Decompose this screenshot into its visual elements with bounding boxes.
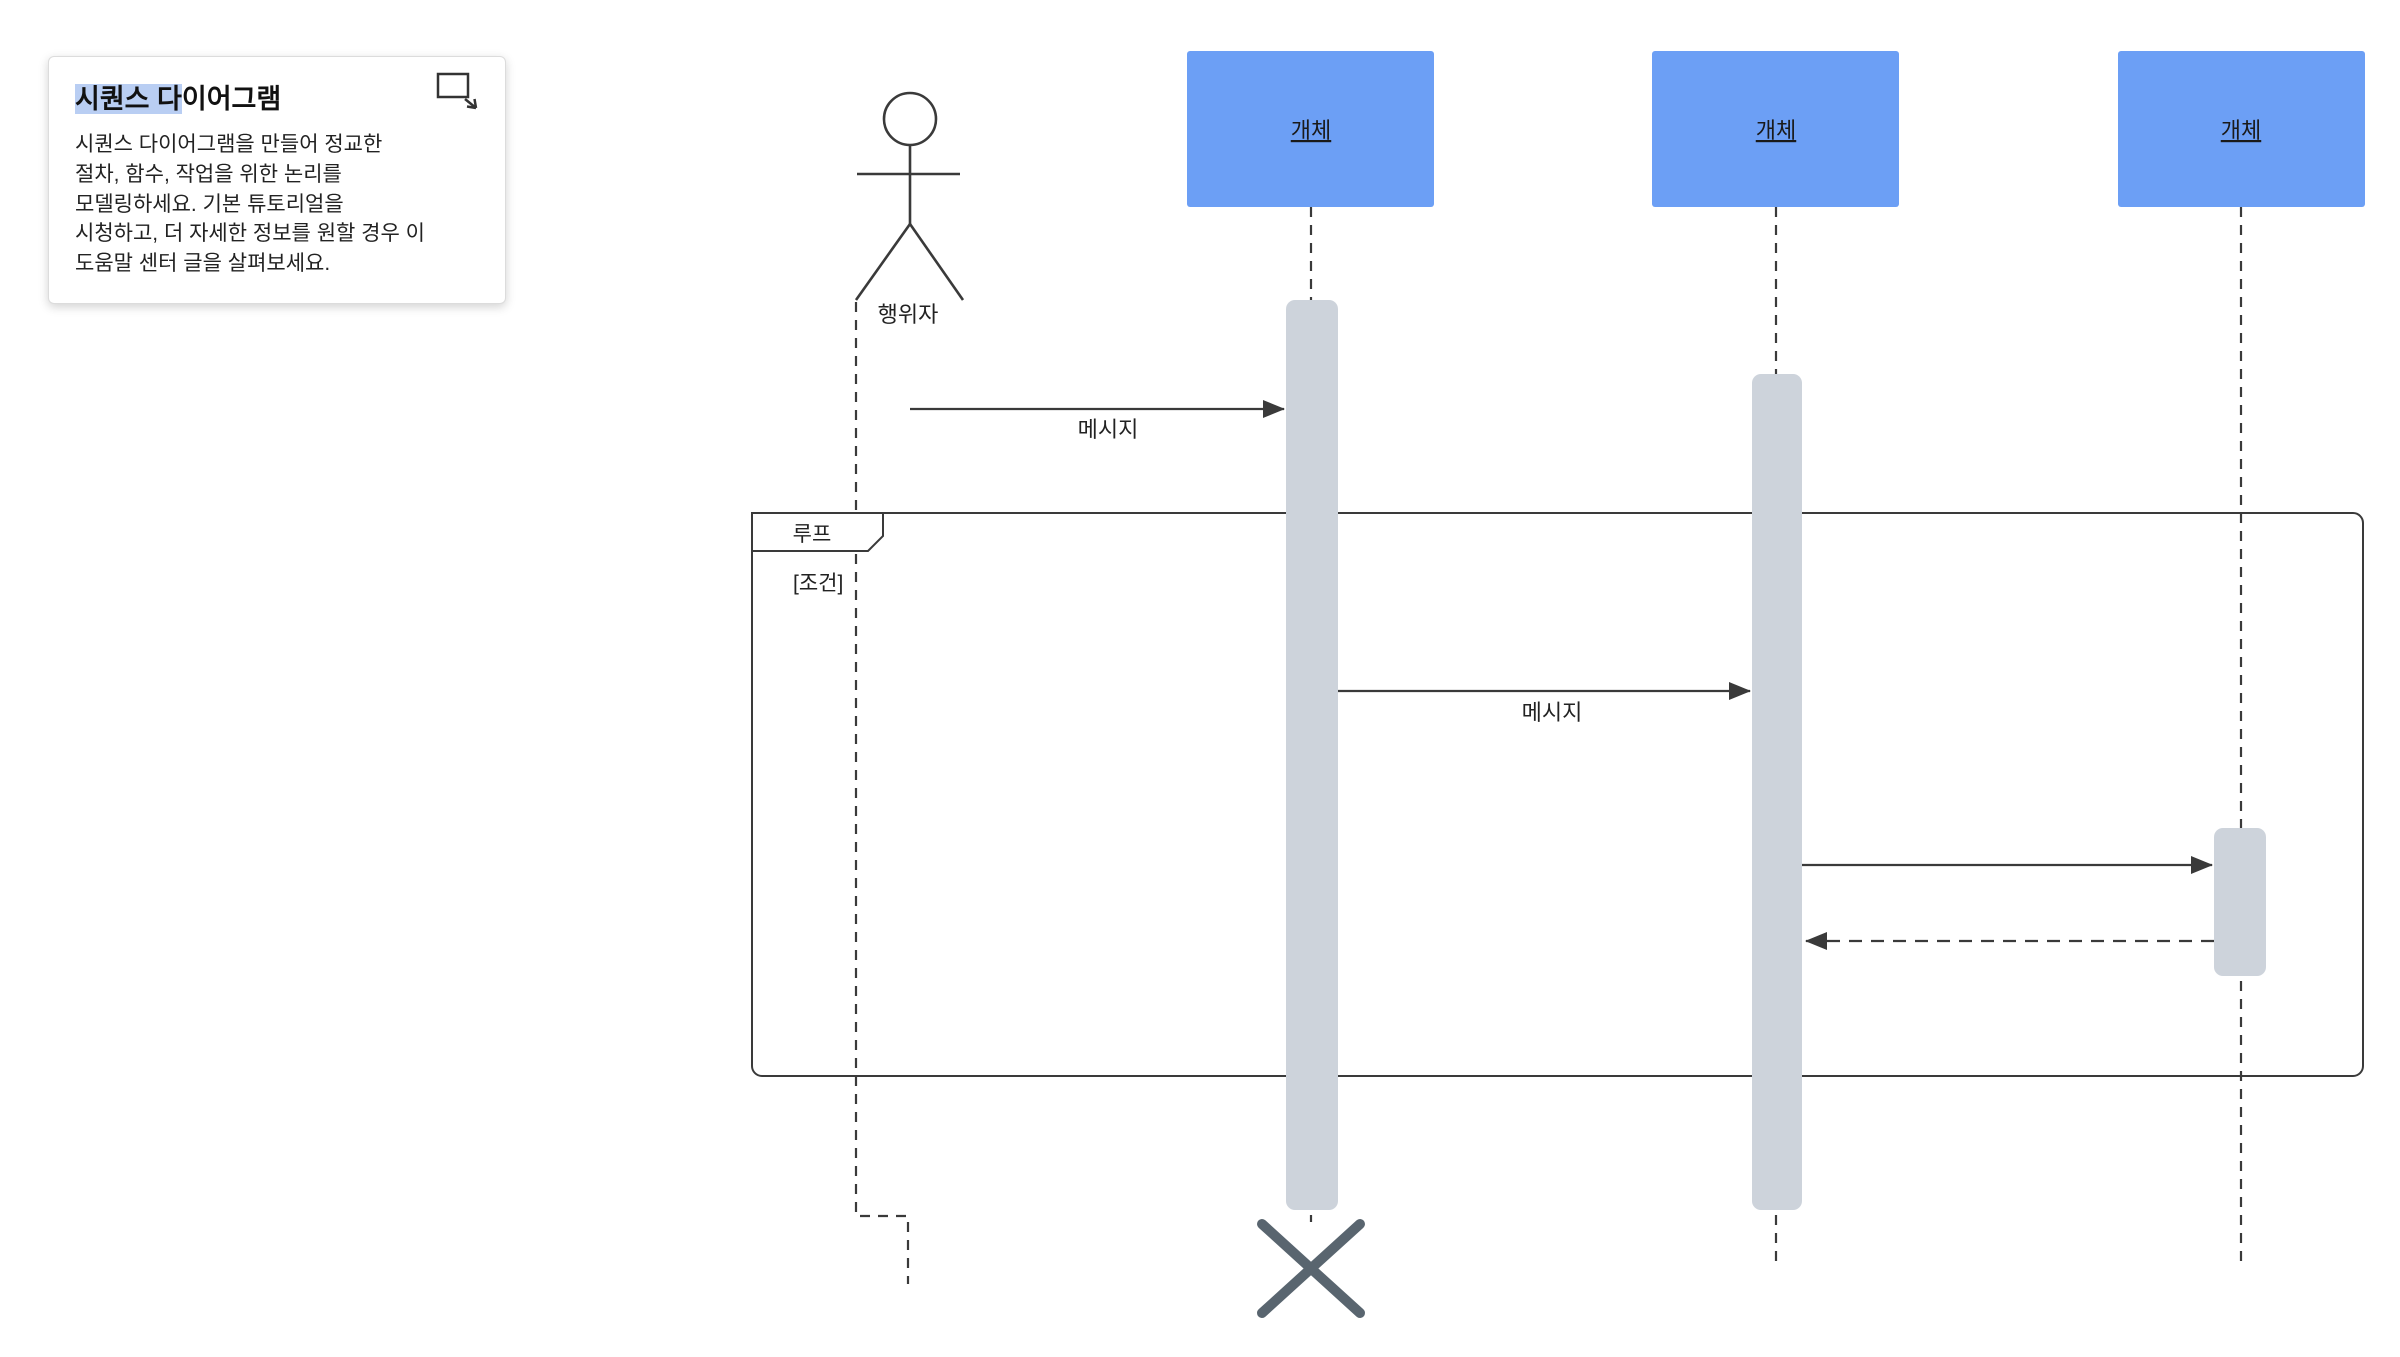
object-box-1[interactable] — [1187, 51, 1434, 207]
loop-frame[interactable] — [751, 512, 2364, 1077]
actor-label: 행위자 — [878, 302, 939, 327]
note-body-line: 모델링하세요. 기본 튜토리얼을 — [75, 192, 344, 216]
message-1-label: 메시지 — [1078, 417, 1139, 442]
actor-right-leg — [908, 223, 965, 301]
actor-lifeline[interactable] — [854, 302, 910, 1284]
loop-label: 루프 — [793, 523, 832, 546]
activation-bar-2[interactable] — [1752, 374, 1802, 1210]
object-2-label: 개체 — [1756, 118, 1796, 143]
note-body-line: 시퀀스 다이어그램을 만들어 정교한 — [75, 133, 383, 156]
loop-condition-label: [조건] — [793, 572, 843, 595]
object-box-2[interactable] — [1652, 51, 1899, 207]
note-body-line: 시청하고, 더 자세한 정보를 원할 경우 이 — [75, 222, 425, 246]
actor-figure[interactable] — [854, 91, 965, 301]
activation-bar-1[interactable] — [1286, 300, 1338, 1210]
object-1-label: 개체 — [1291, 118, 1331, 143]
loop-label-tab[interactable] — [751, 512, 884, 552]
note-body-line: 절차, 함수, 작업을 위한 논리를 — [75, 162, 342, 186]
note-body-line: 도움말 센터 글을 살펴보세요. — [75, 252, 331, 276]
destruction-x-icon[interactable] — [1257, 1219, 1365, 1318]
note-shape-icon — [435, 71, 485, 115]
object-3-label: 개체 — [2221, 118, 2261, 143]
note-title: 시퀀스 다이어그램 — [75, 77, 479, 116]
object-box-3[interactable] — [2118, 51, 2365, 207]
activation-bar-3[interactable] — [2214, 828, 2266, 976]
actor-left-leg — [854, 223, 912, 301]
help-note-card[interactable]: 시퀀스 다이어그램 시퀀스 다이어그램을 만들어 정교한 절차, 함수, 작업을… — [48, 56, 506, 305]
actor-head — [882, 91, 938, 147]
note-title-selected-text: 시퀀스 다 — [75, 84, 182, 114]
note-title-rest-text: 이어그램 — [181, 84, 282, 114]
message-2-label: 메시지 — [1522, 700, 1583, 725]
note-body: 시퀀스 다이어그램을 만들어 정교한 절차, 함수, 작업을 위한 논리를 모델… — [75, 130, 479, 279]
